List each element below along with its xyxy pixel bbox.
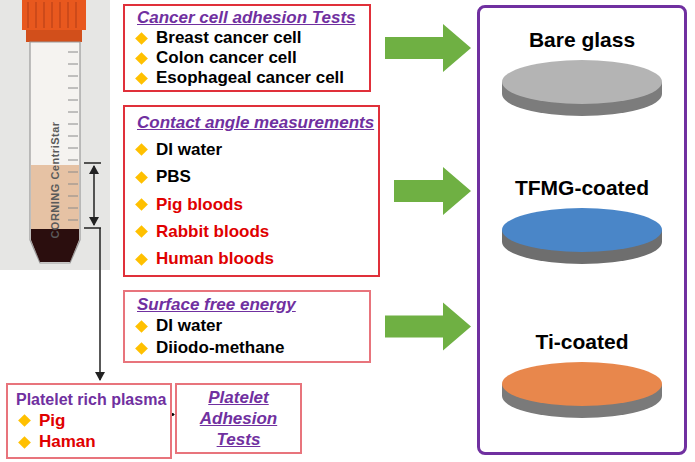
block-arrow	[385, 303, 471, 351]
bullet-diamond	[135, 253, 148, 266]
bullet-text: Haman	[39, 432, 96, 452]
arrow-line	[172, 414, 174, 416]
heading-row: Surface free energy	[133, 295, 361, 315]
bullet-text: DI water	[156, 140, 222, 160]
bullet-row: Colon cancer cell	[133, 48, 361, 68]
bullet-diamond	[135, 72, 148, 85]
test-box: Cancer cell adhesion TestsBreast cancer …	[123, 4, 371, 92]
substrate-label: TFMG-coated	[515, 176, 649, 200]
disk-sample	[497, 58, 667, 120]
disk-sample	[497, 360, 667, 422]
box-heading: Cancer cell adhesion Tests	[135, 8, 356, 28]
bullet-row: Pig bloods	[133, 195, 370, 215]
sample-box: Platelet rich plasmaPigHaman	[6, 383, 172, 459]
tube-label: CORNING CentriStar	[49, 121, 61, 238]
heading-row: Platelet rich plasma	[16, 390, 162, 410]
bullet-text: Breast cancer cell	[156, 28, 302, 48]
bullet-row: DI water	[133, 316, 361, 336]
bullet-diamond	[135, 52, 148, 65]
bullet-diamond	[135, 342, 148, 355]
box-heading: Contact angle measurements	[135, 113, 374, 133]
substrate-label: Bare glass	[529, 28, 635, 52]
substrate-label: Ti-coated	[536, 330, 629, 354]
bullet-row: Breast cancer cell	[133, 28, 361, 48]
bullet-diamond	[18, 436, 31, 449]
bullet-text: DI water	[156, 316, 222, 336]
bullet-text: Esophageal cancer cell	[156, 68, 344, 88]
bullet-row: Pig	[16, 411, 162, 431]
bullet-diamond	[135, 320, 148, 333]
bullet-diamond	[18, 415, 31, 428]
bullet-row: Rabbit bloods	[133, 222, 370, 242]
bullet-diamond	[135, 226, 148, 239]
heading-row: Contact angle measurements	[133, 113, 370, 133]
test-box: Contact angle measurements DI waterPBS Pig…	[123, 105, 380, 277]
bullet-text: Human bloods	[156, 249, 274, 269]
substrate-panel: Bare glassTFMG-coatedTi-coated	[477, 5, 687, 455]
bullet-text: Diiodo-methane	[156, 338, 284, 358]
bullet-row: PBS	[133, 167, 370, 187]
heading-row: Platelet Adhesion Tests	[185, 387, 292, 450]
block-arrow	[385, 24, 471, 72]
bullet-diamond	[135, 171, 148, 184]
bullet-text: PBS	[156, 167, 191, 187]
bullet-row: Diiodo-methane	[133, 338, 361, 358]
bullet-diamond	[135, 32, 148, 45]
bullet-row: Esophageal cancer cell	[133, 68, 361, 88]
bullet-text: Rabbit bloods	[156, 222, 269, 242]
bullet-diamond	[135, 144, 148, 157]
test-box: Platelet Adhesion Tests	[175, 383, 302, 454]
bullet-row: DI water	[133, 140, 370, 160]
bullet-text: Pig bloods	[156, 195, 243, 215]
bullet-text: Pig	[39, 411, 65, 431]
substrate-item: TFMG-coated	[488, 176, 676, 294]
box-heading: Surface free energy	[135, 295, 296, 315]
bullet-diamond	[135, 198, 148, 211]
substrate-item: Bare glass	[488, 28, 676, 146]
bullet-text: Colon cancer cell	[156, 48, 297, 68]
disk-sample	[497, 206, 667, 268]
substrate-item: Ti-coated	[488, 330, 676, 448]
box-heading: Platelet rich plasma	[16, 390, 166, 410]
bullet-row: Haman	[16, 432, 162, 452]
bullet-row: Human bloods	[133, 249, 370, 269]
heading-row: Cancer cell adhesion Tests	[133, 8, 361, 28]
test-box: Surface free energyDI waterDiiodo-methan…	[123, 290, 371, 363]
box-heading: Platelet Adhesion Tests	[185, 387, 292, 450]
block-arrow	[394, 167, 471, 215]
